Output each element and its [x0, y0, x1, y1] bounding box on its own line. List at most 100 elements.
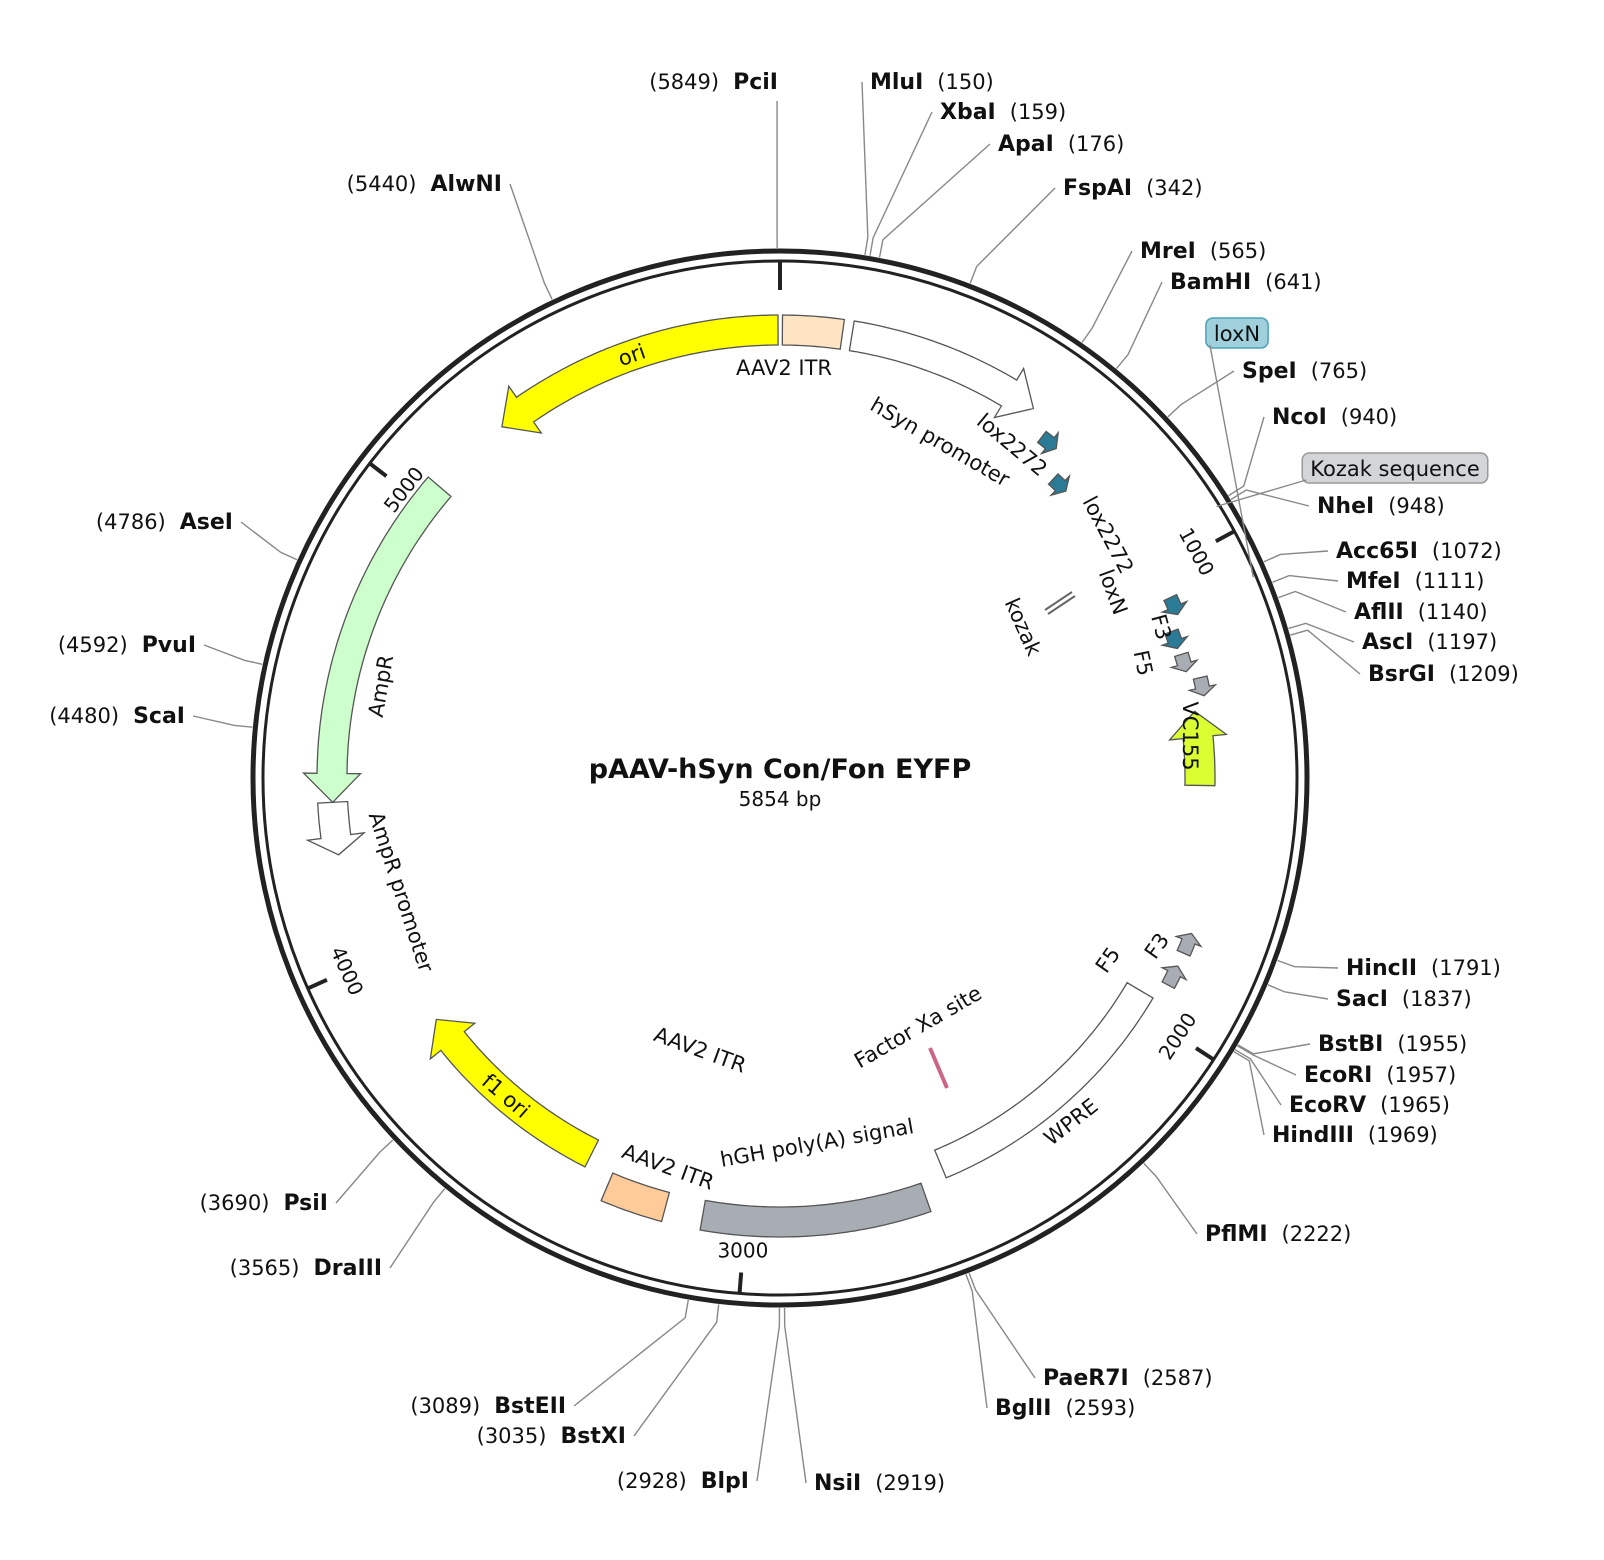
restriction-sites: PciI(5849)MluI(150)XbaI(159)ApaI(176)Fsp…: [49, 70, 1519, 1496]
feature-label: AmpR promoter: [364, 809, 439, 975]
feature-hgh-poly-a-signal: [699, 1182, 932, 1238]
tick-mark: [368, 461, 388, 478]
site-leader: [1237, 1045, 1297, 1076]
site-leader: [509, 183, 553, 300]
site-position: (1955): [1397, 1032, 1467, 1056]
site-leader: [861, 81, 869, 255]
site-leader: [783, 1307, 807, 1484]
site-leader: [633, 1304, 720, 1437]
feature-lox2272: [1036, 430, 1060, 455]
site-mlui: MluI: [870, 70, 923, 95]
feature-label: Factor Xa site: [850, 981, 986, 1073]
feature-label: VC155: [1178, 701, 1202, 770]
feature-f5: [1159, 965, 1188, 990]
site-position: (2587): [1143, 1366, 1213, 1390]
site-position: (2222): [1282, 1222, 1352, 1246]
site-leader: [969, 187, 1056, 284]
kozak-mark: [1047, 595, 1076, 615]
site-leader: [1081, 250, 1133, 343]
site-position: (1072): [1432, 539, 1502, 563]
site-leader: [203, 644, 263, 665]
site-position: (5849): [649, 70, 719, 94]
site-leader: [968, 1272, 1036, 1379]
tick-label: 4000: [326, 943, 369, 999]
backbone-outer-ring: [250, 248, 1310, 1308]
tick-mark: [1194, 1046, 1215, 1062]
feature-label: hGH poly(A) signal: [718, 1114, 915, 1172]
feature-f3: [1173, 932, 1203, 957]
site-ecorv: EcoRV: [1289, 1093, 1366, 1118]
site-leader: [1272, 574, 1339, 583]
site-position: (4480): [49, 704, 119, 728]
site-position: (641): [1265, 270, 1321, 294]
map-center: pAAV-hSyn Con/Fon EYFP 5854 bp: [589, 754, 972, 811]
site-leader: [1237, 1043, 1311, 1055]
site-position: (150): [937, 70, 993, 94]
feature-ampr-promoter: [305, 800, 367, 856]
site-position: (5440): [347, 172, 417, 196]
site-bsrgi: BsrGI: [1368, 662, 1435, 687]
site-leader: [869, 111, 933, 256]
tick-label: 3000: [717, 1239, 768, 1263]
site-saci: SacI: [1336, 987, 1388, 1012]
site-mfei: MfeI: [1346, 569, 1401, 594]
site-bstbi: BstBI: [1318, 1032, 1383, 1057]
site-leader: [878, 143, 991, 258]
site-position: (4786): [96, 510, 166, 534]
site-leader: [335, 1139, 394, 1204]
site-leader: [1228, 416, 1265, 497]
site-leader: [756, 1307, 781, 1482]
site-leader: [1288, 622, 1355, 643]
feature-label: F5: [1091, 943, 1125, 978]
feature-vc155: [1168, 710, 1229, 787]
site-position: (176): [1068, 132, 1124, 156]
site-position: (1209): [1449, 662, 1519, 686]
feature-label: AAV2 ITR: [736, 356, 832, 380]
site-hindiii: HindIII: [1272, 1123, 1354, 1148]
site-position: (765): [1311, 359, 1367, 383]
site-blpi: BlpI: [701, 1469, 749, 1494]
site-leaders: [192, 81, 1361, 1484]
site-leader: [389, 1188, 446, 1269]
callout-box: [1301, 452, 1489, 484]
feature-label: F5: [1129, 648, 1158, 678]
callout-kozak-sequence: Kozak sequence: [1301, 452, 1489, 484]
site-position: (2593): [1065, 1396, 1135, 1420]
site-leader: [1278, 590, 1347, 613]
feature-loxn: [1159, 593, 1189, 616]
site-position: (565): [1210, 239, 1266, 263]
feature-label: kozak: [1000, 595, 1047, 661]
site-spei: SpeI: [1242, 359, 1297, 384]
site-paer7i: PaeR7I: [1043, 1366, 1129, 1391]
feature-label: AAV2 ITR: [651, 1022, 749, 1077]
plasmid-backbone: [250, 248, 1310, 1308]
site-position: (1957): [1386, 1063, 1456, 1087]
site-position: (1837): [1402, 987, 1472, 1011]
site-leader: [1263, 550, 1329, 563]
feature-label: loxN: [1094, 566, 1132, 618]
callout-leader: [1216, 479, 1307, 508]
site-position: (1965): [1380, 1093, 1450, 1117]
plasmid-length: 5854 bp: [739, 787, 822, 811]
site-position: (1111): [1415, 569, 1485, 593]
site-aflii: AflII: [1354, 600, 1404, 625]
plasmid-name: pAAV-hSyn Con/Fon EYFP: [589, 754, 972, 785]
site-leader: [573, 1299, 689, 1407]
feature-lox2272: [1047, 472, 1071, 497]
site-position: (3089): [410, 1394, 480, 1418]
site-bsteii: BstEII: [494, 1394, 566, 1419]
site-position: (3690): [200, 1191, 270, 1215]
callout-text: loxN: [1214, 322, 1260, 346]
site-apai: ApaI: [998, 132, 1054, 157]
site-asei: AseI: [180, 510, 233, 535]
feature-f1-ori: [429, 1018, 600, 1168]
feature-hsyn-promoter: [848, 320, 1035, 419]
site-nhei: NheI: [1317, 494, 1374, 519]
site-position: (948): [1388, 494, 1444, 518]
site-fspai: FspAI: [1063, 176, 1132, 201]
site-alwni: AlwNI: [431, 172, 503, 197]
site-leader: [1116, 281, 1163, 370]
feature-label: F3: [1140, 929, 1174, 964]
site-position: (940): [1341, 405, 1397, 429]
